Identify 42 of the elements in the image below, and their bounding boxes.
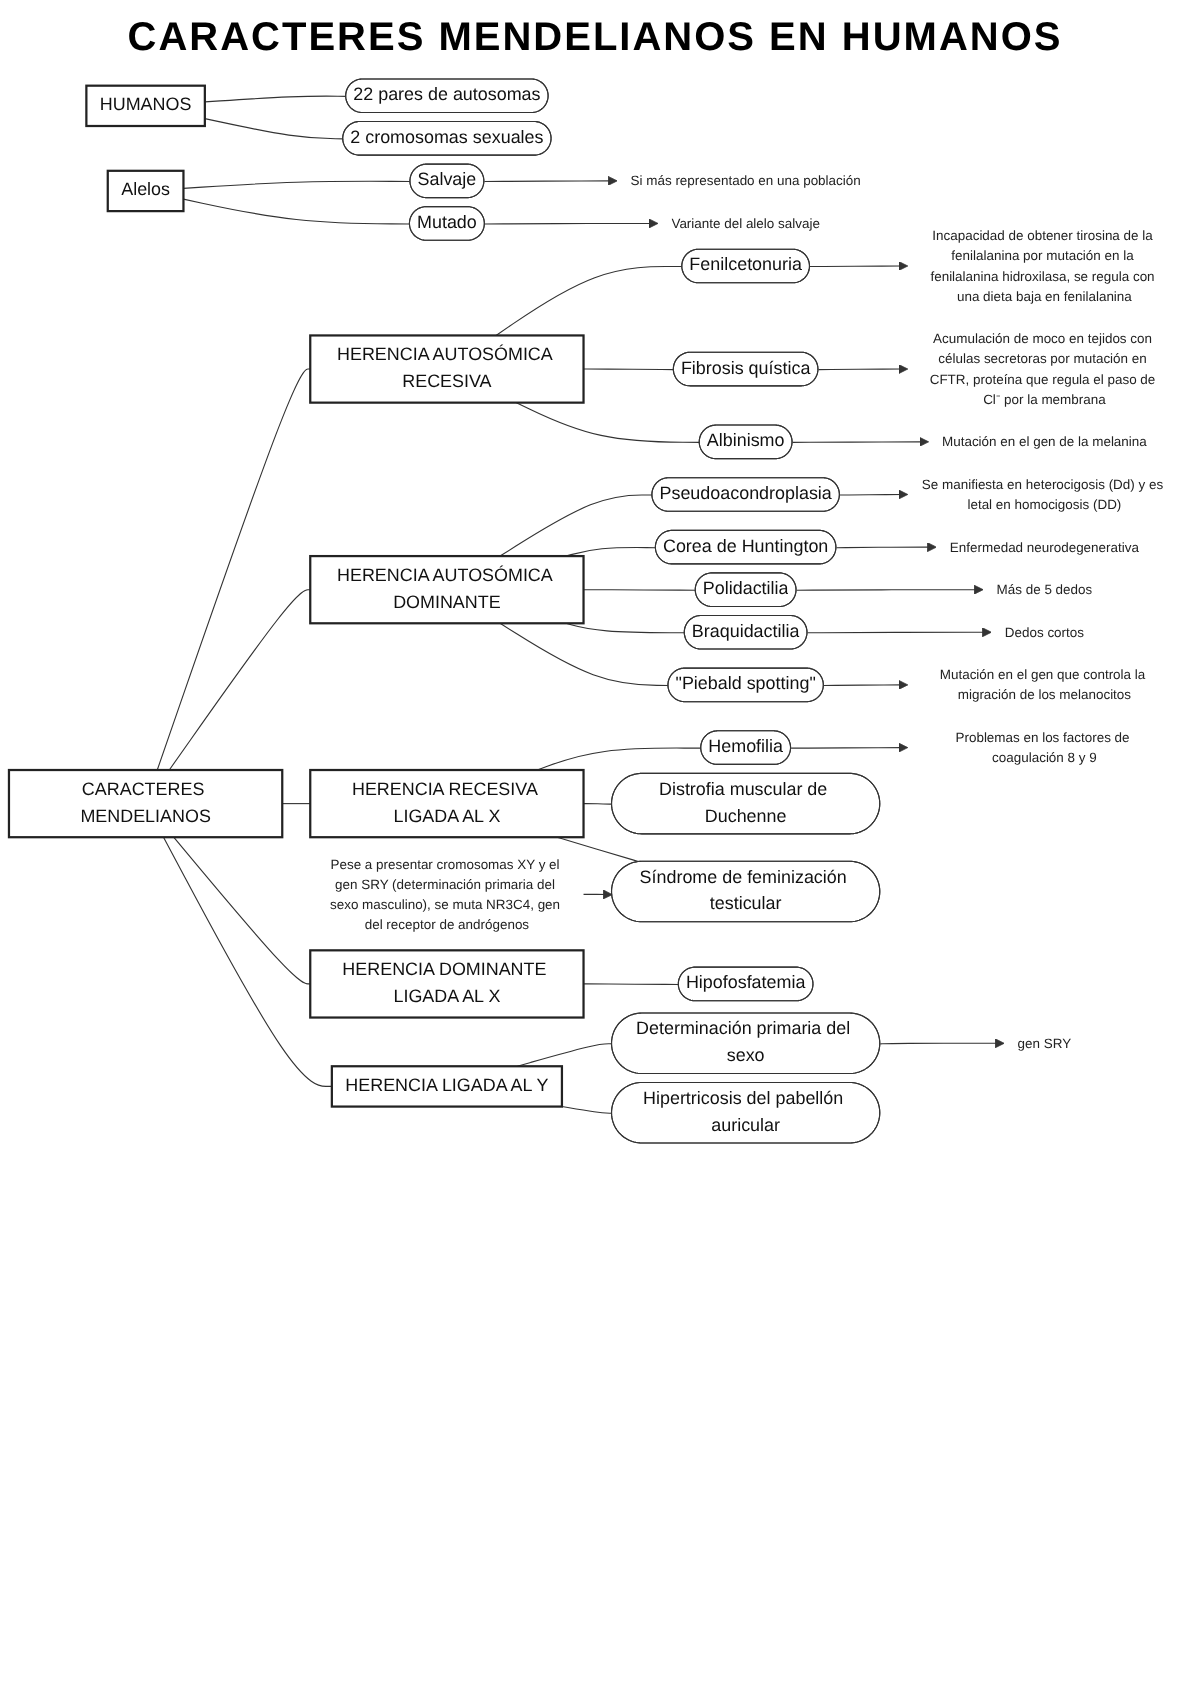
arrow (823, 679, 909, 690)
node-box: HERENCIA LIGADA AL Y (330, 1065, 564, 1108)
connector (281, 803, 311, 805)
node-box: HERENCIA AUTOSÓMICA DOMINANTE (309, 554, 585, 625)
arrow (817, 364, 909, 374)
arrow (839, 489, 909, 500)
arrow (484, 218, 659, 229)
arrow (583, 889, 613, 900)
connector (495, 265, 683, 336)
node-box: CARACTERES MENDELIANOS (7, 768, 284, 839)
arrow (790, 742, 909, 753)
connector (499, 622, 670, 686)
connector (583, 368, 675, 371)
connector (182, 180, 412, 189)
connector (499, 494, 654, 557)
connector (182, 198, 411, 225)
connector (173, 836, 311, 985)
connector (565, 546, 657, 557)
title: CARACTERES MENDELIANOS EN HUMANOS (125, 16, 1065, 62)
arrow (807, 627, 992, 638)
arrow (879, 1038, 1005, 1049)
connector (168, 589, 311, 771)
connector (561, 1105, 613, 1114)
connector (536, 747, 702, 771)
node-box: Alelos (106, 169, 185, 213)
connector (156, 368, 311, 771)
connector (204, 118, 344, 140)
node-box: HERENCIA AUTOSÓMICA RECESIVA (309, 334, 585, 404)
connector (162, 836, 333, 1087)
arrow (483, 175, 618, 186)
connector (583, 983, 680, 986)
arrow (835, 542, 937, 553)
connector (515, 402, 701, 443)
arrow (792, 436, 930, 447)
connector (204, 95, 347, 103)
node-box: HERENCIA DOMINANTE LIGADA AL X (309, 949, 585, 1019)
node-box: HUMANOS (85, 84, 206, 128)
connector (583, 803, 613, 805)
arrow (809, 261, 909, 271)
connector (583, 589, 697, 591)
node-box: HERENCIA RECESIVA LIGADA AL X (309, 768, 585, 839)
arrow (796, 584, 984, 595)
